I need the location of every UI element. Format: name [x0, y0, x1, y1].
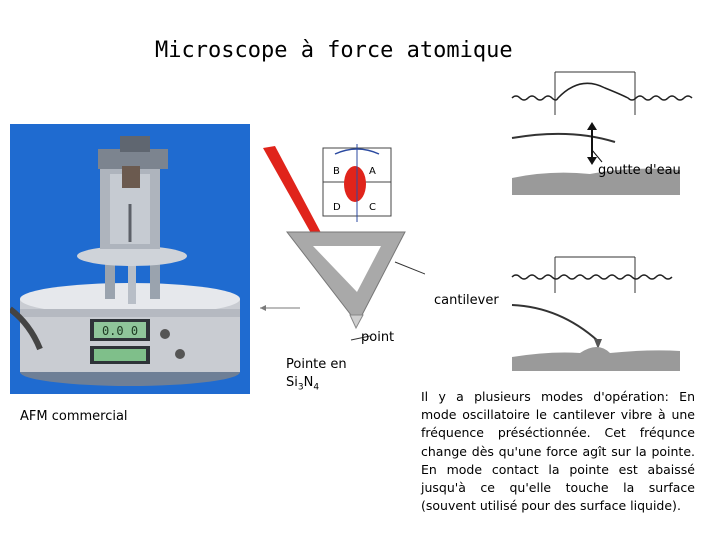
cantilever-diagram: B A D C — [260, 144, 425, 341]
svg-text:C: C — [369, 202, 376, 213]
device-display — [94, 322, 146, 338]
contact-mode-diagram — [511, 256, 680, 371]
description-paragraph: Il y a plusieurs modes d'opération: En m… — [421, 389, 695, 514]
svg-text:A: A — [369, 166, 376, 177]
oscillation-mode-diagram — [511, 71, 693, 195]
label-point: point — [361, 330, 395, 345]
photo-caption: AFM commercial — [20, 409, 128, 424]
label-cantilever: cantilever — [434, 293, 499, 308]
afm-device-photo: 0.0 0 — [10, 124, 250, 394]
tip-label-line2: Si3N4 — [286, 375, 320, 393]
label-water-drop: goutte d'eau — [598, 163, 681, 178]
svg-text:B: B — [333, 166, 340, 177]
device-display-value: 0.0 0 — [102, 324, 138, 338]
tip-label-line1: Pointe en — [286, 357, 347, 372]
label-tip-material: Pointe en Si3N4 — [286, 356, 347, 397]
slide-title: Microscope à force atomique — [155, 38, 513, 63]
svg-text:D: D — [333, 202, 341, 213]
